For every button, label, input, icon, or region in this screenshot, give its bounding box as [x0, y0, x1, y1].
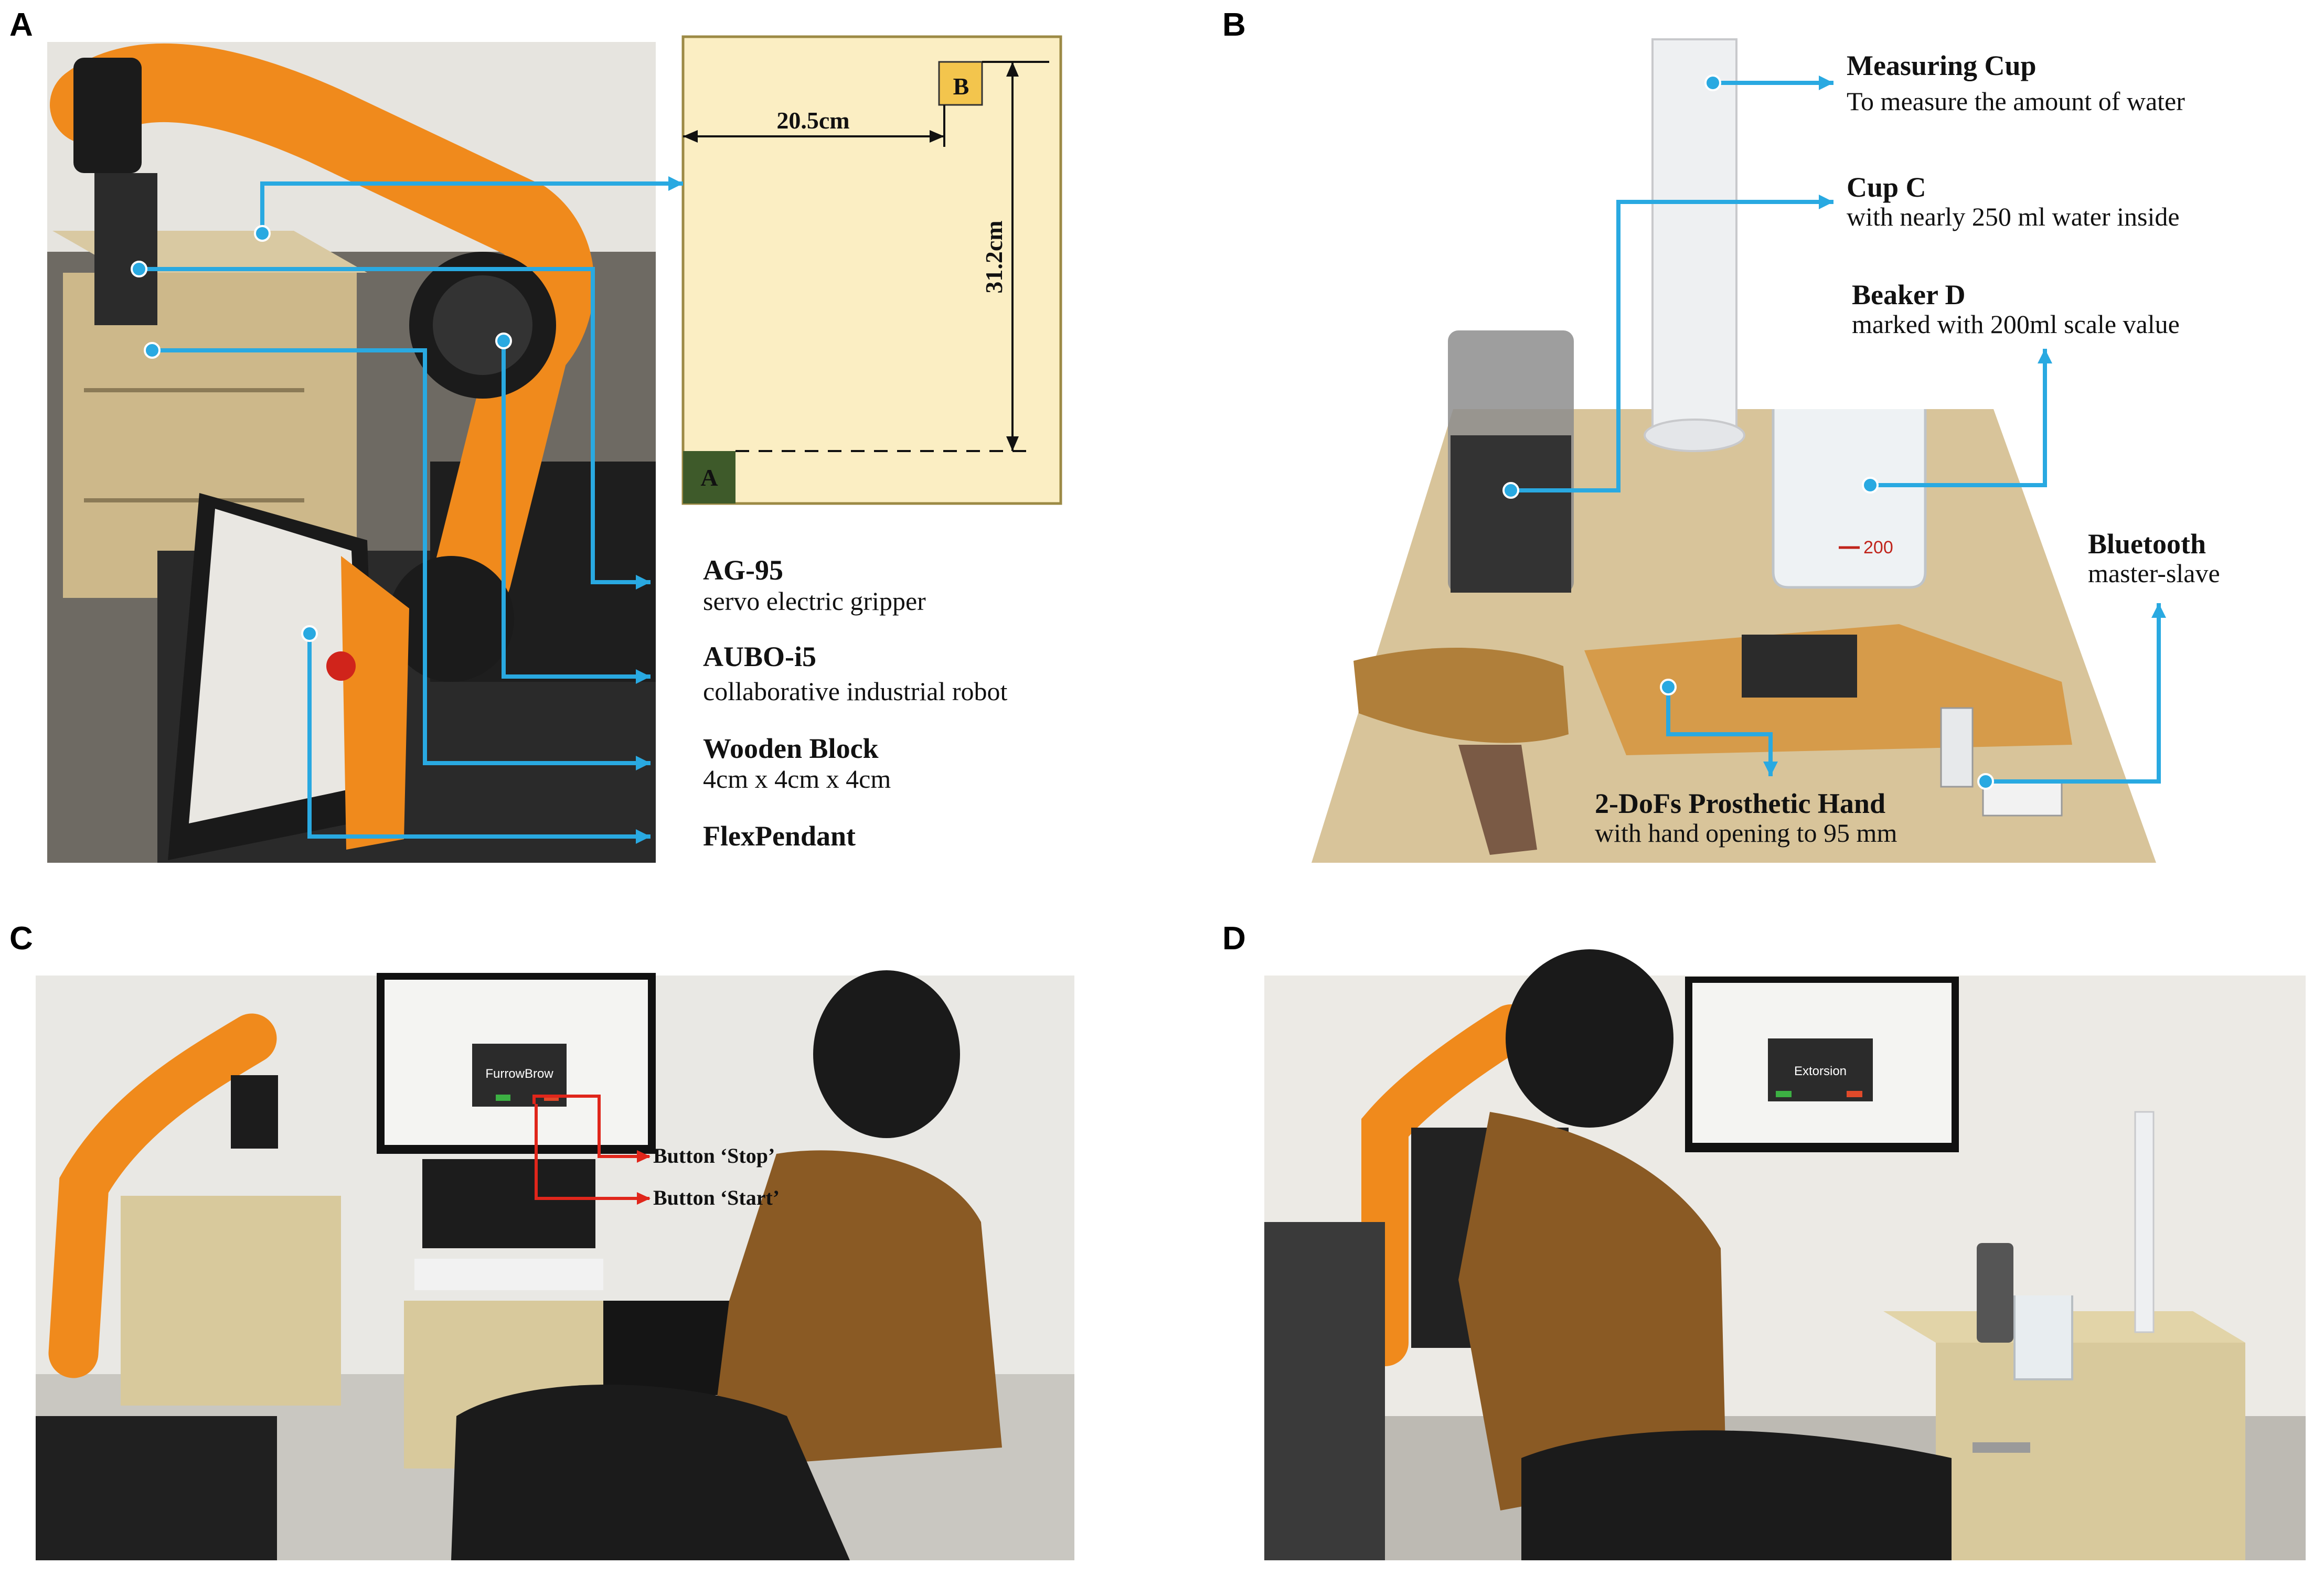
panel-a-labels: AG-95 servo electric gripper AUBO-i5 col…: [703, 554, 1008, 852]
panel-d-screen-text: Extorsion: [1794, 1064, 1847, 1078]
label-beaker-d-title: Beaker D: [1852, 279, 1965, 310]
label-measuring-cup-title: Measuring Cup: [1847, 50, 2037, 81]
panel-b-labels: Measuring Cup To measure the amount of w…: [1595, 50, 2220, 848]
label-aubo-subtitle: collaborative industrial robot: [703, 677, 1008, 706]
label-button-stop: Button ‘Stop’: [653, 1144, 775, 1167]
label-prosthetic-title: 2-DoFs Prosthetic Hand: [1595, 788, 1885, 819]
beaker-scale-mark: 200: [1863, 538, 1893, 558]
panel-a-callouts: [131, 176, 683, 844]
dimension-y-label: 31.2cm: [980, 220, 1007, 293]
label-ag95-subtitle: servo electric gripper: [703, 586, 926, 616]
panel-c-callouts: Button ‘Stop’ Button ‘Start’: [532, 1095, 780, 1209]
label-bluetooth-subtitle: master-slave: [2088, 559, 2220, 588]
panel-d: D Extorsion: [1222, 920, 2306, 1560]
workspace-plate: B A 20.5cm 31.2cm: [681, 35, 1062, 505]
label-flexpendant-title: FlexPendant: [703, 820, 856, 852]
label-block-title: Wooden Block: [703, 733, 879, 764]
panel-b-callouts: [1502, 74, 2166, 790]
panel-c-letter: C: [9, 920, 33, 957]
panel-d-letter: D: [1222, 920, 1246, 957]
label-block-subtitle: 4cm x 4cm x 4cm: [703, 764, 891, 794]
panel-b-letter: B: [1222, 7, 1246, 43]
label-measuring-cup-subtitle: To measure the amount of water: [1847, 87, 2185, 116]
panel-a: A: [9, 7, 1062, 863]
label-prosthetic-subtitle: with hand opening to 95 mm: [1595, 818, 1897, 848]
label-cup-c-subtitle: with nearly 250 ml water inside: [1847, 202, 2180, 231]
panel-c-screen-text: FurrowBrow: [485, 1067, 553, 1081]
point-a-label: A: [700, 464, 718, 491]
panel-a-letter: A: [9, 7, 33, 43]
label-aubo-title: AUBO-i5: [703, 641, 816, 672]
panel-c: C FurrowBrow: [9, 920, 1074, 1560]
label-beaker-d-subtitle: marked with 200ml scale value: [1852, 309, 2180, 339]
panel-c-photo: FurrowBrow: [36, 970, 1074, 1560]
label-cup-c-title: Cup C: [1847, 172, 1926, 203]
label-bluetooth-title: Bluetooth: [2088, 528, 2206, 560]
panel-a-photo: [47, 42, 656, 863]
dimension-x-label: 20.5cm: [776, 107, 849, 134]
point-b-label: B: [953, 73, 969, 100]
panel-b-photo: 200: [1312, 37, 2156, 863]
label-ag95-title: AG-95: [703, 554, 783, 586]
label-button-start: Button ‘Start’: [653, 1186, 780, 1209]
panel-d-photo: Extorsion: [1264, 949, 2306, 1560]
panel-b: B 200: [1222, 7, 2220, 863]
